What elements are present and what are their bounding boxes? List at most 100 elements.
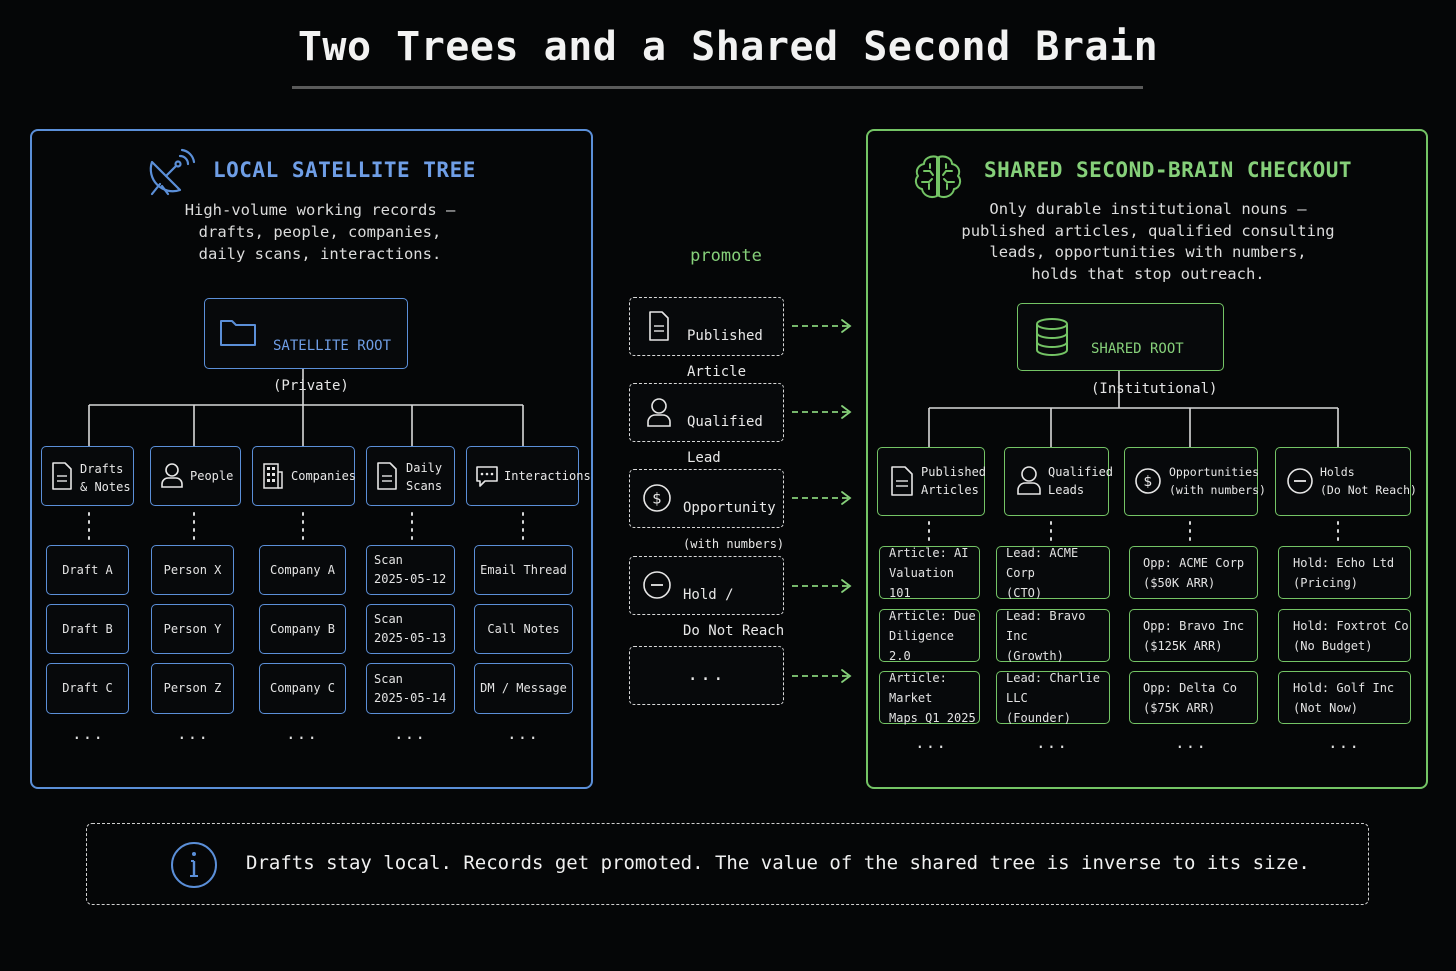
summary-text: Drafts stay local. Records get promoted.… (246, 852, 1310, 874)
category-opportunities[interactable] (1124, 447, 1258, 516)
promote-item-more-ellipsis: ... (687, 664, 726, 685)
page-title: Two Trees and a Shared Second Brain (297, 24, 1159, 70)
list-item[interactable]: Lead: Charlie LLC (Founder) (996, 671, 1110, 725)
category-people[interactable] (150, 446, 241, 506)
promote-item-label: Opportunity (with numbers) (683, 481, 784, 553)
list-item[interactable]: Person X (151, 545, 234, 595)
list-item[interactable]: Opp: ACME Corp ($50K ARR) (1129, 546, 1258, 599)
category-daily-scans[interactable] (366, 446, 455, 506)
more-ellipsis: ... (1328, 733, 1360, 752)
right-panel-description: Only durable institutional nouns — publi… (961, 200, 1335, 283)
list-item[interactable]: Article: Due Diligence 2.0 (879, 609, 980, 663)
person-icon (161, 463, 183, 488)
category-drafts-notes[interactable] (41, 446, 134, 506)
promote-item-label: Published Article (687, 309, 763, 381)
right-panel-title: SHARED SECOND-BRAIN CHECKOUT (984, 158, 1353, 182)
list-item[interactable]: Company B (259, 604, 346, 654)
satellite-root-node[interactable] (204, 298, 408, 369)
list-item[interactable]: Scan 2025-05-12 (366, 545, 455, 595)
dollar-icon: $ (643, 484, 671, 512)
category-label: People (190, 469, 234, 483)
summary-callout (86, 823, 1369, 905)
list-item[interactable]: Hold: Echo Ltd (Pricing) (1278, 546, 1411, 599)
promote-item-label: Hold / Do Not Reach (683, 568, 784, 640)
list-item[interactable]: Opp: Bravo Inc ($125K ARR) (1129, 609, 1258, 662)
more-ellipsis: ... (1036, 733, 1068, 752)
document-icon (377, 462, 397, 490)
category-label: Qualified Leads (1048, 465, 1114, 497)
title-underline (292, 86, 1143, 89)
promote-item-line2: (with numbers) (683, 537, 785, 551)
list-item[interactable]: Hold: Foxtrot Co (No Budget) (1278, 609, 1411, 662)
list-item[interactable]: Lead: ACME Corp (CTO) (996, 546, 1110, 600)
satellite-root-label: SATELLITE ROOT (Private) (273, 316, 391, 396)
promote-item-line2: Article (687, 364, 747, 380)
document-icon (891, 466, 913, 496)
category-qualified-leads[interactable] (1004, 447, 1109, 516)
promote-item-line1: Hold / (683, 587, 734, 603)
list-item[interactable]: Call Notes (474, 604, 573, 654)
satellite-root-name: SATELLITE ROOT (273, 338, 392, 354)
category-label: Opportunities (with numbers) (1169, 465, 1266, 497)
minus-circle-icon (643, 571, 671, 599)
list-item[interactable]: Company C (259, 663, 346, 714)
more-ellipsis: ... (915, 733, 947, 752)
promote-item-more[interactable] (629, 646, 784, 705)
document-icon (649, 311, 669, 341)
promote-label: promote (690, 246, 762, 266)
list-item[interactable]: Company A (259, 545, 346, 595)
list-item[interactable]: Lead: Bravo Inc (Growth) (996, 609, 1110, 663)
chat-icon (476, 466, 498, 487)
more-ellipsis: ... (507, 724, 539, 743)
person-icon (647, 398, 671, 427)
shared-root-sub: (Institutional) (1091, 381, 1218, 397)
left-panel-title: LOCAL SATELLITE TREE (213, 158, 476, 182)
list-item[interactable]: Draft C (46, 663, 129, 714)
local-satellite-panel (30, 129, 593, 789)
more-ellipsis: ... (1175, 733, 1207, 752)
category-published-articles[interactable] (877, 447, 985, 516)
shared-root-name: SHARED ROOT (1091, 341, 1184, 357)
svg-text:$: $ (1144, 474, 1153, 490)
list-item[interactable]: Scan 2025-05-14 (366, 663, 455, 714)
shared-root-label: SHARED ROOT (Institutional) (1091, 319, 1217, 399)
list-item[interactable]: Opp: Delta Co ($75K ARR) (1129, 671, 1258, 724)
more-ellipsis: ... (286, 724, 318, 743)
list-item[interactable]: Email Thread (474, 545, 573, 595)
list-item[interactable]: Draft A (46, 545, 129, 595)
category-label: Companies (291, 469, 357, 483)
more-ellipsis: ... (394, 724, 426, 743)
svg-text:$: $ (652, 490, 662, 508)
more-ellipsis: ... (72, 724, 104, 743)
list-item[interactable]: Person Y (151, 604, 234, 654)
category-label: Drafts & Notes (80, 462, 131, 494)
dollar-icon: $ (1135, 468, 1161, 494)
promote-item-line2: Do Not Reach (683, 623, 785, 639)
promote-item-opportunity[interactable] (629, 469, 784, 528)
list-item[interactable]: Article: AI Valuation 101 (879, 546, 980, 600)
category-label: Holds (Do Not Reach) (1320, 465, 1417, 497)
list-item[interactable]: Article: Market Maps Q1 2025 (879, 671, 980, 725)
person-icon (1017, 466, 1041, 495)
list-item[interactable]: Hold: Golf Inc (Not Now) (1278, 671, 1411, 724)
left-panel-description: High-volume working records — drafts, pe… (184, 201, 456, 263)
list-item[interactable]: Scan 2025-05-13 (366, 604, 455, 654)
brain-icon (914, 155, 962, 199)
shared-second-brain-panel (866, 129, 1428, 789)
list-item[interactable]: Draft B (46, 604, 129, 654)
list-item[interactable]: Person Z (151, 663, 234, 714)
category-label: Published Articles (921, 465, 987, 497)
category-companies[interactable] (252, 446, 355, 506)
category-interactions[interactable] (466, 446, 579, 506)
more-ellipsis: ... (177, 724, 209, 743)
folder-icon (220, 320, 256, 346)
promote-item-label: Qualified Lead (687, 395, 763, 467)
promote-item-line2: Lead (687, 450, 721, 466)
minus-circle-icon (1287, 468, 1313, 494)
category-label: Daily Scans (406, 461, 443, 493)
database-icon (1036, 318, 1068, 356)
promote-item-line1: Opportunity (683, 500, 776, 516)
list-item[interactable]: DM / Message (474, 663, 573, 714)
